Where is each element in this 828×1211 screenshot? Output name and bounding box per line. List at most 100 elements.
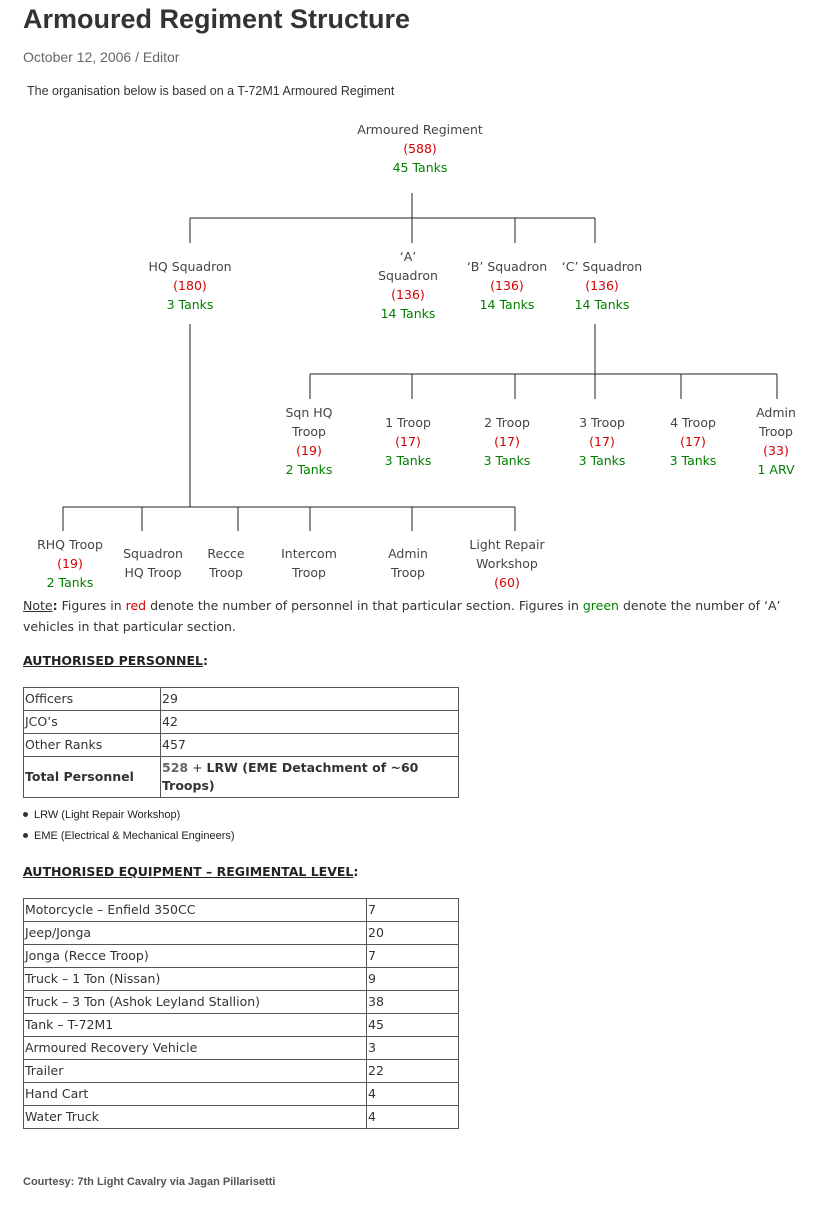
post-date[interactable]: October 12, 2006 xyxy=(23,49,132,65)
list-item-text: EME (Electrical & Mechanical Engineers) xyxy=(34,830,235,842)
equipment-value: 4 xyxy=(366,1082,459,1106)
note-red-word: red xyxy=(125,598,147,613)
node-vehicles: 3 Tanks xyxy=(669,453,717,468)
node-troop-3: 3 Troop (17) 3 Tanks xyxy=(579,413,626,470)
node-vehicles: 2 Tanks xyxy=(285,462,333,477)
personnel-label: Other Ranks xyxy=(23,733,161,757)
node-vehicles: 1 ARV xyxy=(757,462,795,477)
total-personnel-value: 528 + LRW (EME Detachment of ~60 Troops) xyxy=(160,756,459,798)
note-text-2: denote the number of personnel in that p… xyxy=(146,598,583,613)
table-row: JCO’s 42 xyxy=(23,710,459,734)
node-light-repair-workshop: Light Repair Workshop (60) xyxy=(469,535,544,592)
node-name: Recce xyxy=(207,546,245,561)
node-name-line2: Troop xyxy=(391,565,425,580)
node-vehicles: 3 Tanks xyxy=(166,297,214,312)
node-name: Light Repair xyxy=(469,537,545,552)
equipment-value: 4 xyxy=(366,1105,459,1129)
equipment-value: 20 xyxy=(366,921,459,945)
node-name: Admin xyxy=(388,546,428,561)
node-name: 1 Troop xyxy=(385,415,431,430)
node-hq-squadron: HQ Squadron (180) 3 Tanks xyxy=(148,257,231,314)
equipment-value: 9 xyxy=(366,967,459,991)
intro-text: The organisation below is based on a T-7… xyxy=(27,84,395,98)
equipment-label: Jonga (Recce Troop) xyxy=(23,944,367,968)
personnel-label: Officers xyxy=(23,687,161,711)
equipment-heading: AUTHORISED EQUIPMENT – REGIMENTAL LEVEL: xyxy=(23,864,358,879)
total-rest: LRW (EME Detachment of ~60 Troops) xyxy=(162,760,419,793)
equipment-value: 38 xyxy=(366,990,459,1014)
node-name: ‘A’ xyxy=(399,249,417,264)
table-row-total: Total Personnel 528 + LRW (EME Detachmen… xyxy=(23,756,459,798)
equipment-label: Hand Cart xyxy=(23,1082,367,1106)
node-personnel: (17) xyxy=(680,434,706,449)
node-admin-troop-hq: Admin Troop xyxy=(388,544,428,582)
node-vehicles: 14 Tanks xyxy=(574,297,630,312)
personnel-heading-text: AUTHORISED PERSONNEL xyxy=(23,653,203,668)
list-item: LRW (Light Repair Workshop) xyxy=(23,805,235,826)
node-name: 3 Troop xyxy=(579,415,625,430)
node-vehicles: 14 Tanks xyxy=(479,297,535,312)
node-personnel: (136) xyxy=(490,278,524,293)
equipment-value: 7 xyxy=(366,898,459,922)
node-intercom-troop: Intercom Troop xyxy=(281,544,337,582)
note-text-3: denote the number of ‘A’ vehicles in tha… xyxy=(23,598,781,634)
node-name: RHQ Troop xyxy=(37,537,103,552)
node-name: 4 Troop xyxy=(670,415,716,430)
node-name: Intercom xyxy=(281,546,337,561)
org-chart-connectors xyxy=(62,193,778,531)
table-row: Truck – 3 Ton (Ashok Leyland Stallion)38 xyxy=(23,990,459,1014)
node-personnel: (17) xyxy=(395,434,421,449)
note-text-1: Figures in xyxy=(57,598,126,613)
node-squadron-hq-troop: Squadron HQ Troop xyxy=(123,544,183,582)
node-vehicles: 45 Tanks xyxy=(392,160,448,175)
node-personnel: (17) xyxy=(589,434,615,449)
node-personnel: (136) xyxy=(585,278,619,293)
total-personnel-label: Total Personnel xyxy=(23,756,161,798)
node-admin-troop-c: Admin Troop (33) 1 ARV xyxy=(756,403,796,479)
node-armoured-regiment: Armoured Regiment (588) 45 Tanks xyxy=(357,120,483,177)
abbreviation-list: LRW (Light Repair Workshop) EME (Electri… xyxy=(23,805,235,847)
node-troop-4: 4 Troop (17) 3 Tanks xyxy=(670,413,717,470)
equipment-value: 22 xyxy=(366,1059,459,1083)
equipment-label: Water Truck xyxy=(23,1105,367,1129)
node-personnel: (19) xyxy=(57,556,83,571)
equipment-label: Armoured Recovery Vehicle xyxy=(23,1036,367,1060)
equipment-label: Tank – T-72M1 xyxy=(23,1013,367,1037)
personnel-table: Officers 29 JCO’s 42 Other Ranks 457 Tot… xyxy=(23,687,459,798)
node-name-line2: Troop xyxy=(292,424,326,439)
page-title: Armoured Regiment Structure xyxy=(23,4,411,34)
table-row: Jonga (Recce Troop)7 xyxy=(23,944,459,968)
personnel-heading: AUTHORISED PERSONNEL: xyxy=(23,653,208,668)
node-personnel: (588) xyxy=(403,141,437,156)
node-vehicles: 3 Tanks xyxy=(483,453,531,468)
note-colon: : xyxy=(52,598,58,613)
node-personnel: (19) xyxy=(296,443,322,458)
node-name: 2 Troop xyxy=(484,415,530,430)
personnel-value: 457 xyxy=(160,733,459,757)
node-personnel: (60) xyxy=(494,575,520,590)
node-vehicles: 14 Tanks xyxy=(380,306,436,321)
node-name: HQ Squadron xyxy=(148,259,232,274)
node-troop-1: 1 Troop (17) 3 Tanks xyxy=(385,413,432,470)
equipment-value: 3 xyxy=(366,1036,459,1060)
list-item: EME (Electrical & Mechanical Engineers) xyxy=(23,826,235,847)
node-name: ‘B’ Squadron xyxy=(466,259,548,274)
equipment-value: 45 xyxy=(366,1013,459,1037)
heading-colon: : xyxy=(353,864,359,879)
node-name: Armoured Regiment xyxy=(357,122,483,137)
post-author[interactable]: Editor xyxy=(142,49,180,65)
node-a-squadron: ‘A’ Squadron (136) 14 Tanks xyxy=(378,247,438,323)
node-name-line2: Troop xyxy=(292,565,326,580)
node-vehicles: 2 Tanks xyxy=(46,575,94,590)
bullet-icon xyxy=(23,811,28,817)
node-name: Sqn HQ xyxy=(285,405,333,420)
node-name-line2: Workshop xyxy=(476,556,538,571)
equipment-value: 7 xyxy=(366,944,459,968)
note-label: Note xyxy=(23,598,53,613)
node-c-squadron: ‘C’ Squadron (136) 14 Tanks xyxy=(562,257,642,314)
post-meta: October 12, 2006 / Editor xyxy=(23,49,179,65)
